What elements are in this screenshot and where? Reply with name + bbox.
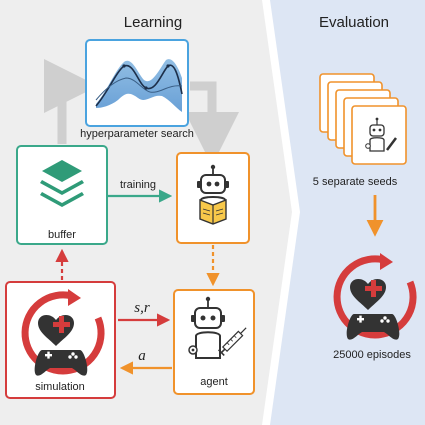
simulation-label: simulation [35, 381, 85, 393]
seeds-label: 5 separate seeds [313, 176, 398, 188]
buffer-node: buffer [16, 145, 108, 245]
gaussian-process-plot-icon [95, 59, 183, 112]
heart-and-gamepad-cycle-icon [21, 289, 105, 376]
training-label: training [120, 179, 156, 191]
seed-cards-stack [319, 73, 407, 165]
buffer-label: buffer [48, 229, 76, 241]
evaluation-header: Evaluation [319, 14, 389, 31]
learning-header: Learning [124, 14, 182, 31]
action-label: a [138, 348, 146, 364]
observation-label: s,r [134, 300, 150, 316]
stacked-layers-icon [40, 160, 84, 207]
simulation-node: simulation [5, 281, 116, 399]
robot-reading-book-icon [197, 164, 229, 225]
agent-label: agent [200, 376, 228, 388]
hyperparameter-search-node: hyperparameter search [80, 39, 194, 140]
robot-with-syringe-icon [188, 296, 247, 359]
training-agent-node [176, 152, 250, 244]
buffer-to-hyper-arrow [44, 59, 98, 144]
robot-with-syringe-icon [365, 117, 397, 152]
agent-node: agent [173, 289, 255, 395]
evaluation-simulation-icon [333, 253, 417, 340]
hyper-to-agent-arrow [185, 81, 239, 166]
episodes-label: 25000 episodes [333, 349, 411, 361]
hyperparameter-search-label: hyperparameter search [80, 128, 194, 140]
evaluation-panel [270, 0, 425, 425]
